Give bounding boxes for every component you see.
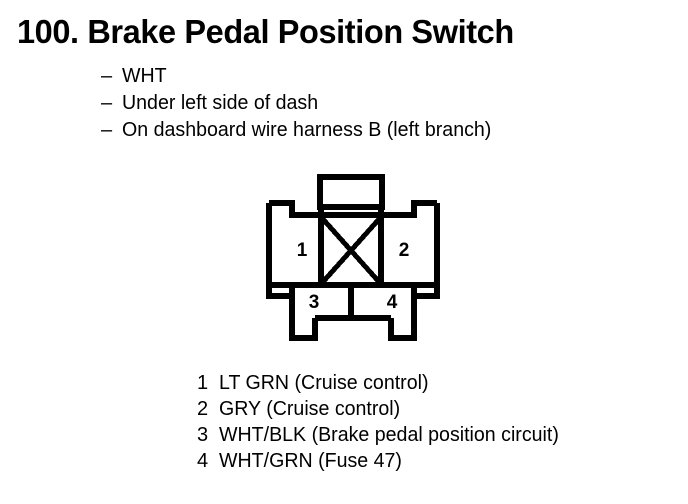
legend-pin-number: 3	[197, 424, 209, 446]
legend-row: 3 WHT/BLK (Brake pedal position circuit)	[197, 422, 667, 448]
descriptor-list: – WHT – Under left side of dash – On das…	[101, 63, 661, 144]
descriptor-item: – WHT	[101, 63, 661, 90]
legend-row: 1 LT GRN (Cruise control)	[197, 370, 667, 396]
connector-top-left-ear	[269, 200, 321, 218]
connector-bottom-right-wall	[388, 285, 417, 341]
descriptor-text: On dashboard wire harness B (left branch…	[122, 119, 492, 141]
connector-top-tab	[317, 174, 385, 210]
legend-pin-label: LT GRN (Cruise control)	[219, 372, 429, 394]
legend-pin-number: 4	[197, 450, 209, 472]
legend-pin-number: 2	[197, 398, 209, 420]
cavity-number-2: 2	[399, 240, 410, 261]
dash-bullet-icon: –	[101, 65, 113, 87]
connector-left-wall	[266, 203, 292, 299]
descriptor-text: WHT	[122, 65, 167, 87]
dash-bullet-icon: –	[101, 92, 113, 114]
connector-right-wall	[414, 203, 440, 299]
dash-bullet-icon: –	[101, 119, 113, 141]
cavity-number-3: 3	[309, 292, 320, 313]
legend-pin-number: 1	[197, 372, 209, 394]
cavity-number-1: 1	[297, 240, 308, 261]
connector-bottom-left-wall	[289, 285, 318, 341]
blocked-cavity-x-icon	[320, 216, 382, 285]
descriptor-item: – On dashboard wire harness B (left bran…	[101, 117, 661, 144]
descriptor-text: Under left side of dash	[122, 92, 319, 114]
legend-row: 4 WHT/GRN (Fuse 47)	[197, 448, 667, 474]
cavity-number-4: 4	[387, 292, 398, 313]
connector-top-right-ear	[381, 200, 437, 218]
legend-row: 2 GRY (Cruise control)	[197, 396, 667, 422]
connector-diagram: 1 2 3 4	[258, 170, 448, 350]
legend-pin-label: GRY (Cruise control)	[219, 398, 401, 420]
legend-pin-label: WHT/BLK (Brake pedal position circuit)	[219, 424, 559, 446]
descriptor-item: – Under left side of dash	[101, 90, 661, 117]
legend-pin-label: WHT/GRN (Fuse 47)	[219, 450, 402, 472]
page-title: 100. Brake Pedal Position Switch	[17, 13, 514, 50]
pin-legend: 1 LT GRN (Cruise control) 2 GRY (Cruise …	[197, 370, 667, 474]
